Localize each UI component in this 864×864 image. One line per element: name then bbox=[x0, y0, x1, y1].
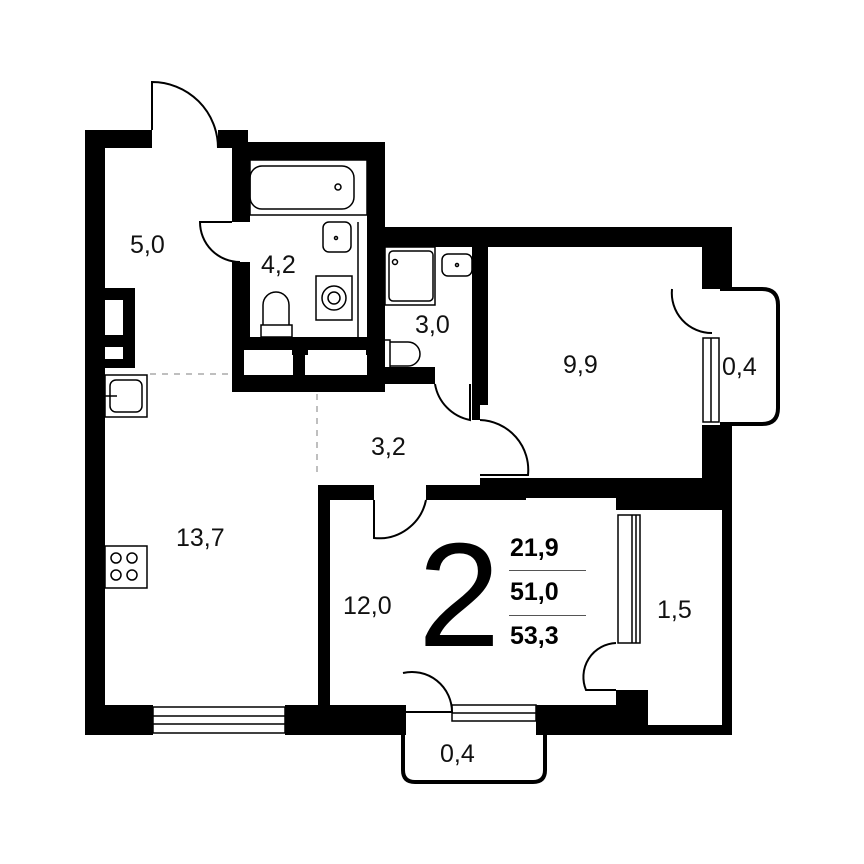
room-area-hallway: 5,0 bbox=[130, 231, 165, 259]
wall bbox=[616, 490, 732, 510]
wall bbox=[293, 337, 305, 382]
balcony-south-outline bbox=[401, 735, 547, 784]
room-area-bedroom: 9,9 bbox=[563, 351, 598, 379]
wall bbox=[318, 485, 374, 500]
room-area-loggia: 1,5 bbox=[657, 596, 692, 624]
room-count: 2 bbox=[418, 513, 501, 678]
wall bbox=[285, 705, 403, 735]
wall bbox=[426, 485, 526, 500]
wall bbox=[702, 227, 732, 289]
bedroom-2-door[interactable] bbox=[373, 499, 427, 540]
room-area-bathroom: 4,2 bbox=[261, 251, 296, 279]
entry-door[interactable] bbox=[151, 80, 219, 149]
wall bbox=[375, 367, 435, 384]
wall bbox=[232, 142, 250, 222]
wall bbox=[472, 235, 488, 405]
wall bbox=[85, 130, 152, 148]
room-area-corridor: 3,2 bbox=[371, 433, 406, 461]
wall bbox=[375, 227, 385, 377]
wall bbox=[375, 227, 720, 247]
wall bbox=[85, 705, 153, 735]
bathtub-icon bbox=[249, 165, 355, 210]
stove-icon bbox=[104, 545, 148, 589]
bathroom-door[interactable] bbox=[198, 221, 241, 263]
living-area: 21,9 bbox=[510, 534, 559, 562]
divider bbox=[509, 615, 586, 616]
loggia-door[interactable] bbox=[582, 642, 617, 691]
room-area-wc: 3,0 bbox=[415, 311, 450, 339]
wall bbox=[648, 725, 732, 735]
shower-frame bbox=[384, 246, 436, 306]
room-area-balcony-south: 0,4 bbox=[440, 740, 475, 768]
total-area: 51,0 bbox=[510, 578, 559, 606]
balcony-east-outline bbox=[720, 287, 780, 426]
toilet-icon bbox=[377, 339, 391, 369]
balcony-east-door[interactable] bbox=[670, 288, 713, 335]
balcony-south-door[interactable] bbox=[402, 670, 454, 713]
wall bbox=[232, 375, 382, 392]
wall bbox=[85, 130, 105, 735]
wall bbox=[536, 705, 648, 735]
wall bbox=[472, 390, 480, 420]
wall bbox=[232, 142, 385, 160]
washing-machine-icon bbox=[315, 275, 353, 321]
room-area-bedroom-2: 12,0 bbox=[343, 592, 392, 620]
bedroom-door[interactable] bbox=[479, 419, 530, 476]
total-area-with-balconies: 53,3 bbox=[510, 622, 559, 650]
room-area-kitchen-living: 13,7 bbox=[176, 524, 225, 552]
sink-icon bbox=[441, 253, 473, 277]
shower-icon bbox=[388, 250, 434, 302]
divider bbox=[509, 570, 586, 571]
wall bbox=[722, 490, 732, 735]
room-area-balcony-east: 0,4 bbox=[722, 353, 757, 381]
window bbox=[617, 514, 641, 644]
toilet-icon bbox=[262, 291, 290, 325]
window bbox=[152, 706, 286, 734]
sink-icon bbox=[322, 221, 352, 253]
wall bbox=[318, 485, 330, 710]
wc-door[interactable] bbox=[434, 383, 471, 422]
